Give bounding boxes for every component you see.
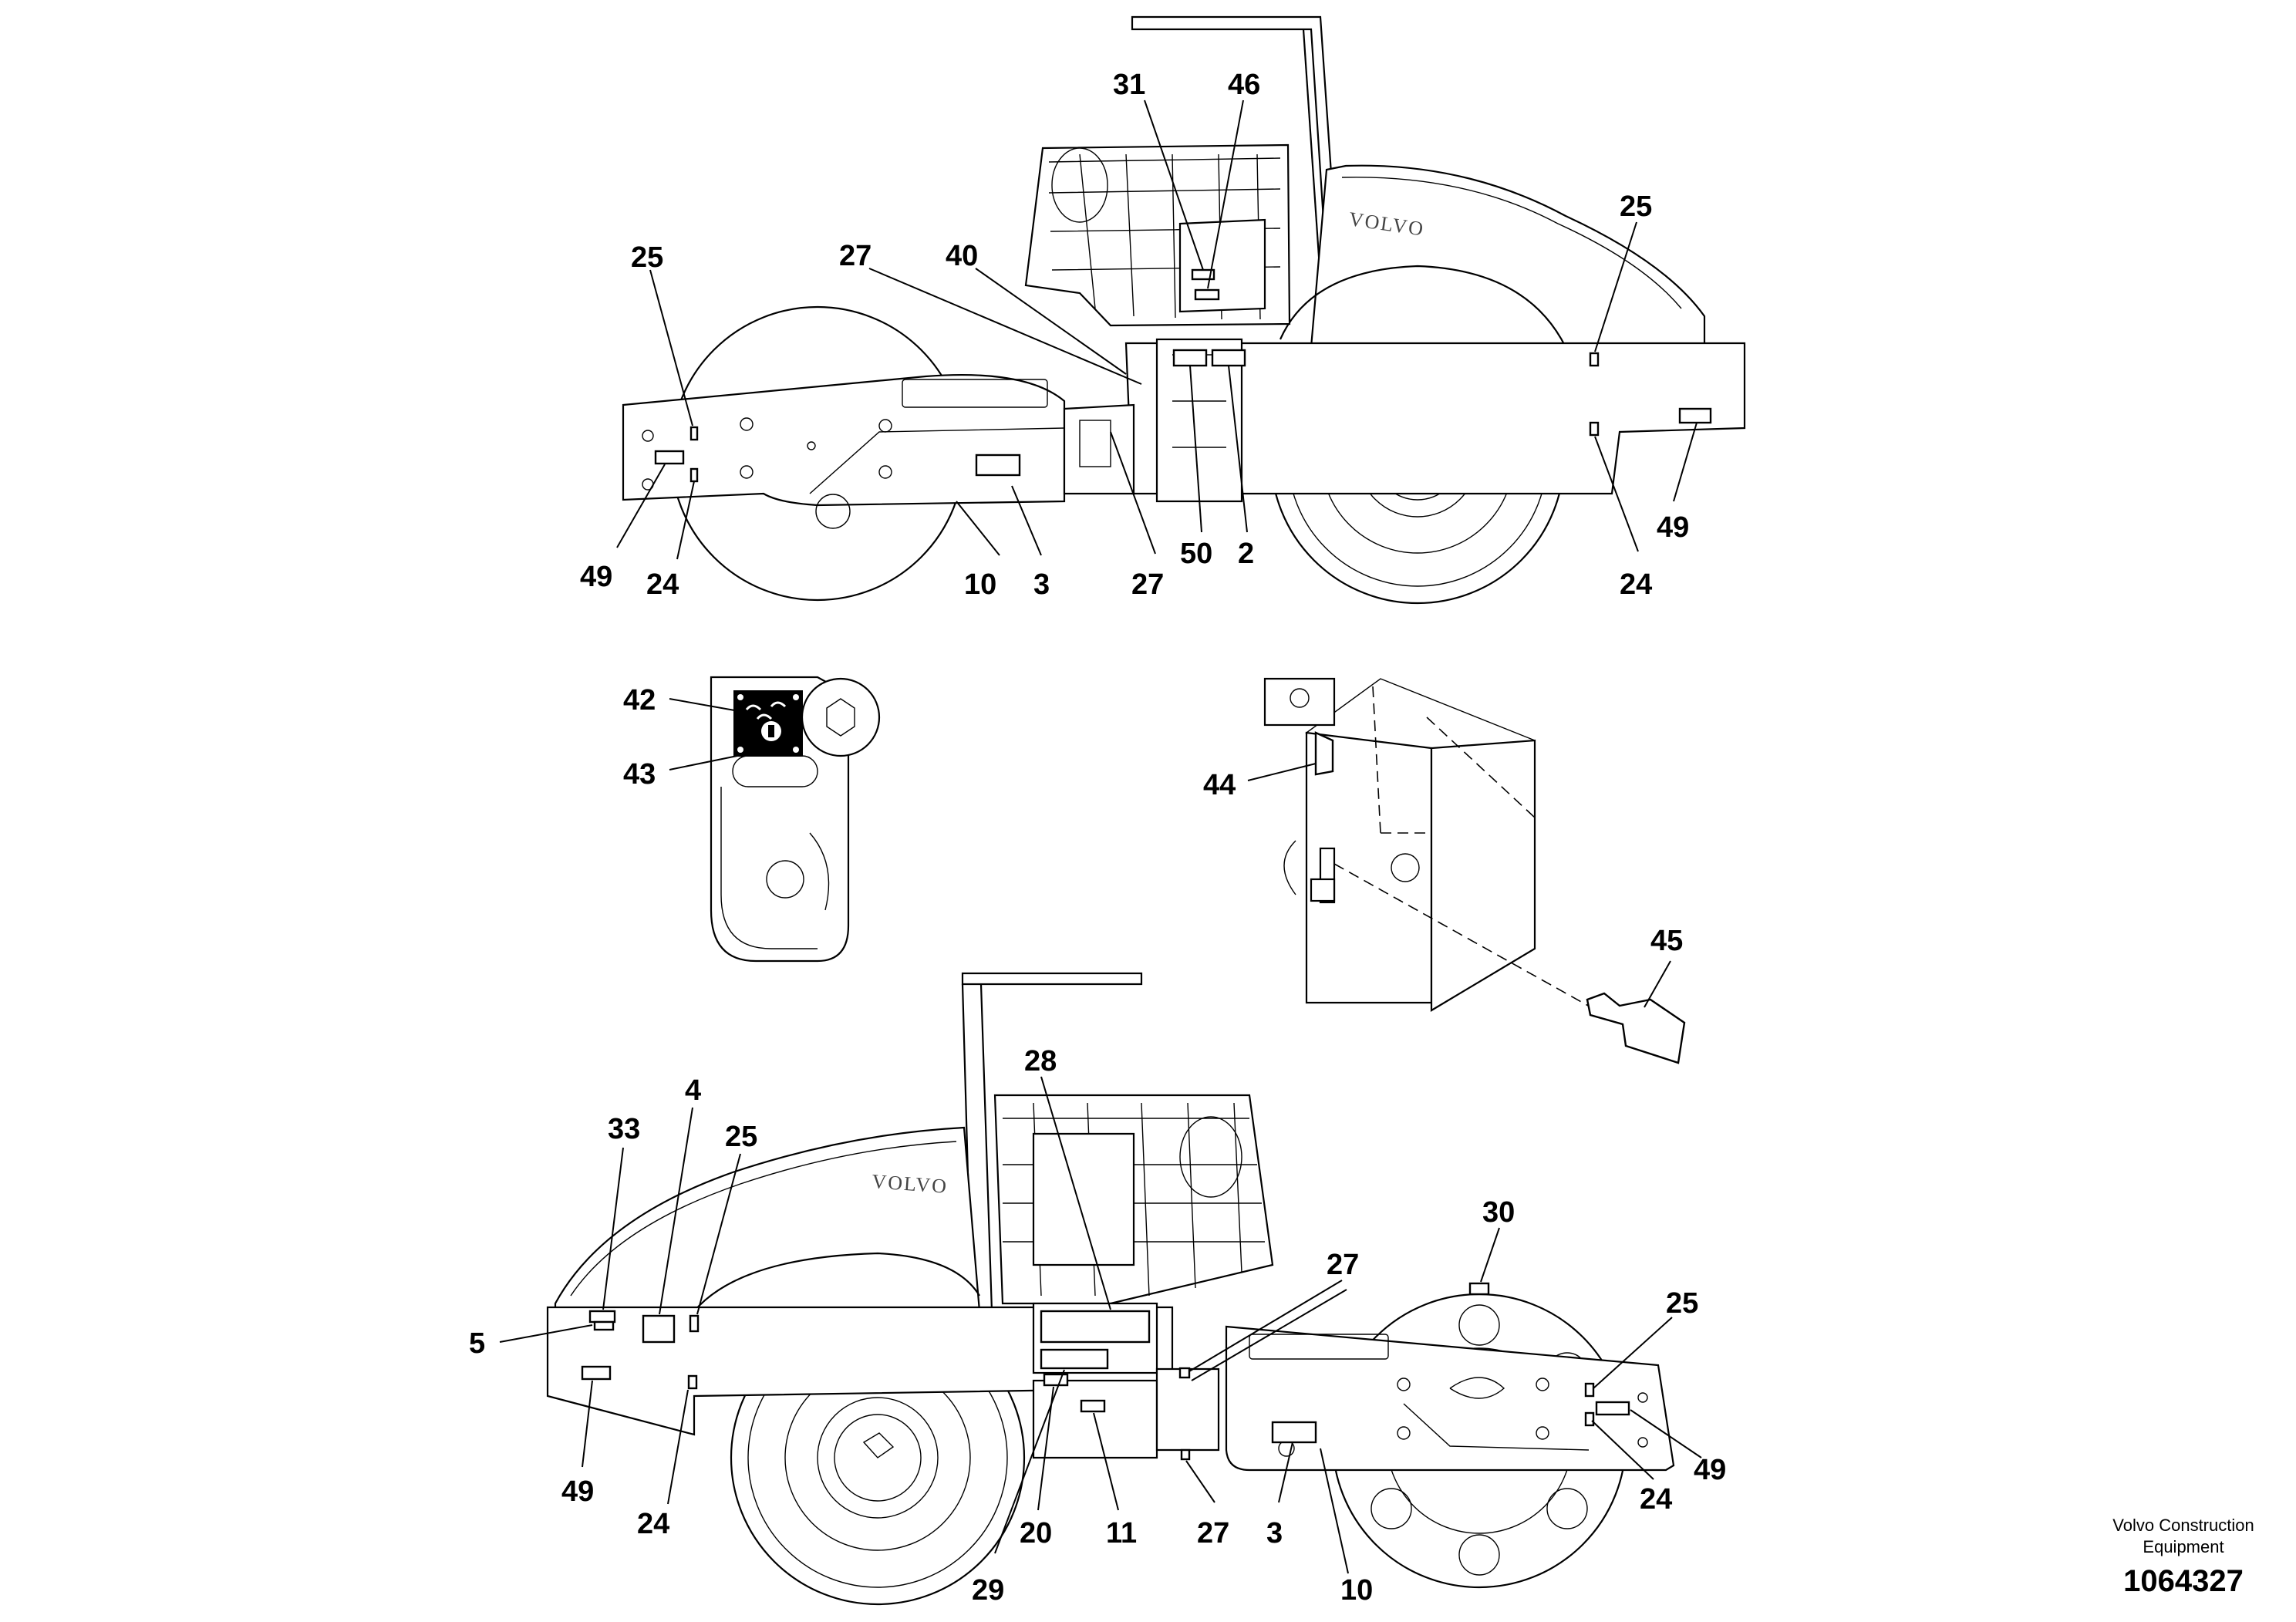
decal-3-left xyxy=(975,454,1021,477)
decal-30-right xyxy=(1468,1282,1490,1296)
callout-25: 25 xyxy=(1666,1287,1698,1320)
decal-20-right xyxy=(1043,1373,1069,1387)
callout-49: 49 xyxy=(580,561,612,593)
battery-box-detail: 44 45 xyxy=(1203,677,1686,1064)
callout-31: 31 xyxy=(1113,69,1145,101)
callout-44: 44 xyxy=(1203,769,1236,801)
callout-24: 24 xyxy=(646,568,679,601)
decal-25-left-rear xyxy=(1589,352,1600,367)
decal-27b-right xyxy=(1180,1448,1191,1461)
right-side-view: VOLVO xyxy=(469,972,1726,1607)
decal-33-right xyxy=(588,1310,616,1324)
callout-45: 45 xyxy=(1650,925,1683,957)
callout-33: 33 xyxy=(608,1113,640,1145)
callout-49: 49 xyxy=(561,1475,594,1508)
decal-49-right-front xyxy=(1595,1401,1630,1416)
callout-49: 49 xyxy=(1694,1454,1726,1486)
left-side-view: VOLVO xyxy=(580,15,1746,605)
callout-25: 25 xyxy=(1620,191,1652,223)
manufacturer-name: Volvo Construction Equipment xyxy=(2112,1516,2254,1556)
callout-27: 27 xyxy=(1131,568,1164,601)
decal-4-right xyxy=(642,1314,676,1344)
callout-43: 43 xyxy=(623,758,656,791)
decal-46-left xyxy=(1194,288,1220,301)
callout-3: 3 xyxy=(1266,1517,1283,1549)
decal-29-right xyxy=(1040,1348,1109,1370)
decal-3-right xyxy=(1271,1421,1317,1444)
callout-5: 5 xyxy=(469,1327,485,1360)
callout-20: 20 xyxy=(1020,1517,1052,1549)
callout-28: 28 xyxy=(1024,1045,1057,1077)
decal-24-left-front xyxy=(689,467,699,483)
decal-25-right-front xyxy=(1584,1382,1595,1398)
callout-25: 25 xyxy=(725,1121,757,1153)
callout-27: 27 xyxy=(1197,1517,1229,1549)
callout-4: 4 xyxy=(685,1074,701,1107)
decal-24-right-front xyxy=(1584,1411,1595,1427)
decal-49-left-rear xyxy=(1678,407,1712,424)
decal-44-battery xyxy=(1314,731,1334,776)
decal-11-right xyxy=(1080,1399,1106,1413)
decal-27-right xyxy=(1178,1367,1191,1379)
callout-29: 29 xyxy=(972,1574,1004,1607)
callout-24: 24 xyxy=(1640,1483,1672,1516)
document-number: 1064327 xyxy=(2123,1564,2244,1598)
callout-46: 46 xyxy=(1228,69,1260,101)
callout-49: 49 xyxy=(1657,511,1689,544)
callout-10: 10 xyxy=(1340,1574,1373,1607)
callout-27: 27 xyxy=(1327,1249,1359,1281)
decal-50-left xyxy=(1172,349,1208,367)
footer: Volvo Construction Equipment 1064327 xyxy=(2099,1515,2268,1599)
towing-hook-detail: 42 43 xyxy=(623,676,881,963)
callout-42: 42 xyxy=(623,684,656,717)
decal-49-right-rear xyxy=(581,1365,612,1381)
decal-49-left-front xyxy=(654,450,685,465)
callout-50: 50 xyxy=(1180,538,1212,570)
decal-2-left xyxy=(1211,349,1246,367)
callout-40: 40 xyxy=(946,240,978,272)
callout-30: 30 xyxy=(1482,1196,1515,1229)
callout-27: 27 xyxy=(839,240,872,272)
brand-logo-bottom: VOLVO xyxy=(872,1170,949,1198)
decal-25-right-rear xyxy=(689,1314,700,1333)
callout-10: 10 xyxy=(964,568,996,601)
decal-5-right xyxy=(593,1320,615,1331)
callout-3: 3 xyxy=(1033,568,1050,601)
callout-11: 11 xyxy=(1106,1517,1137,1549)
callout-24: 24 xyxy=(1620,568,1652,601)
callout-24: 24 xyxy=(637,1508,669,1540)
decal-45-battery xyxy=(1586,992,1686,1064)
callout-2: 2 xyxy=(1238,538,1254,570)
decal-24-right-rear xyxy=(687,1374,698,1390)
decal-25-left-front xyxy=(689,426,699,441)
decal-28-right xyxy=(1040,1310,1151,1344)
callout-25: 25 xyxy=(631,241,663,274)
decal-24-left-rear xyxy=(1589,421,1600,437)
